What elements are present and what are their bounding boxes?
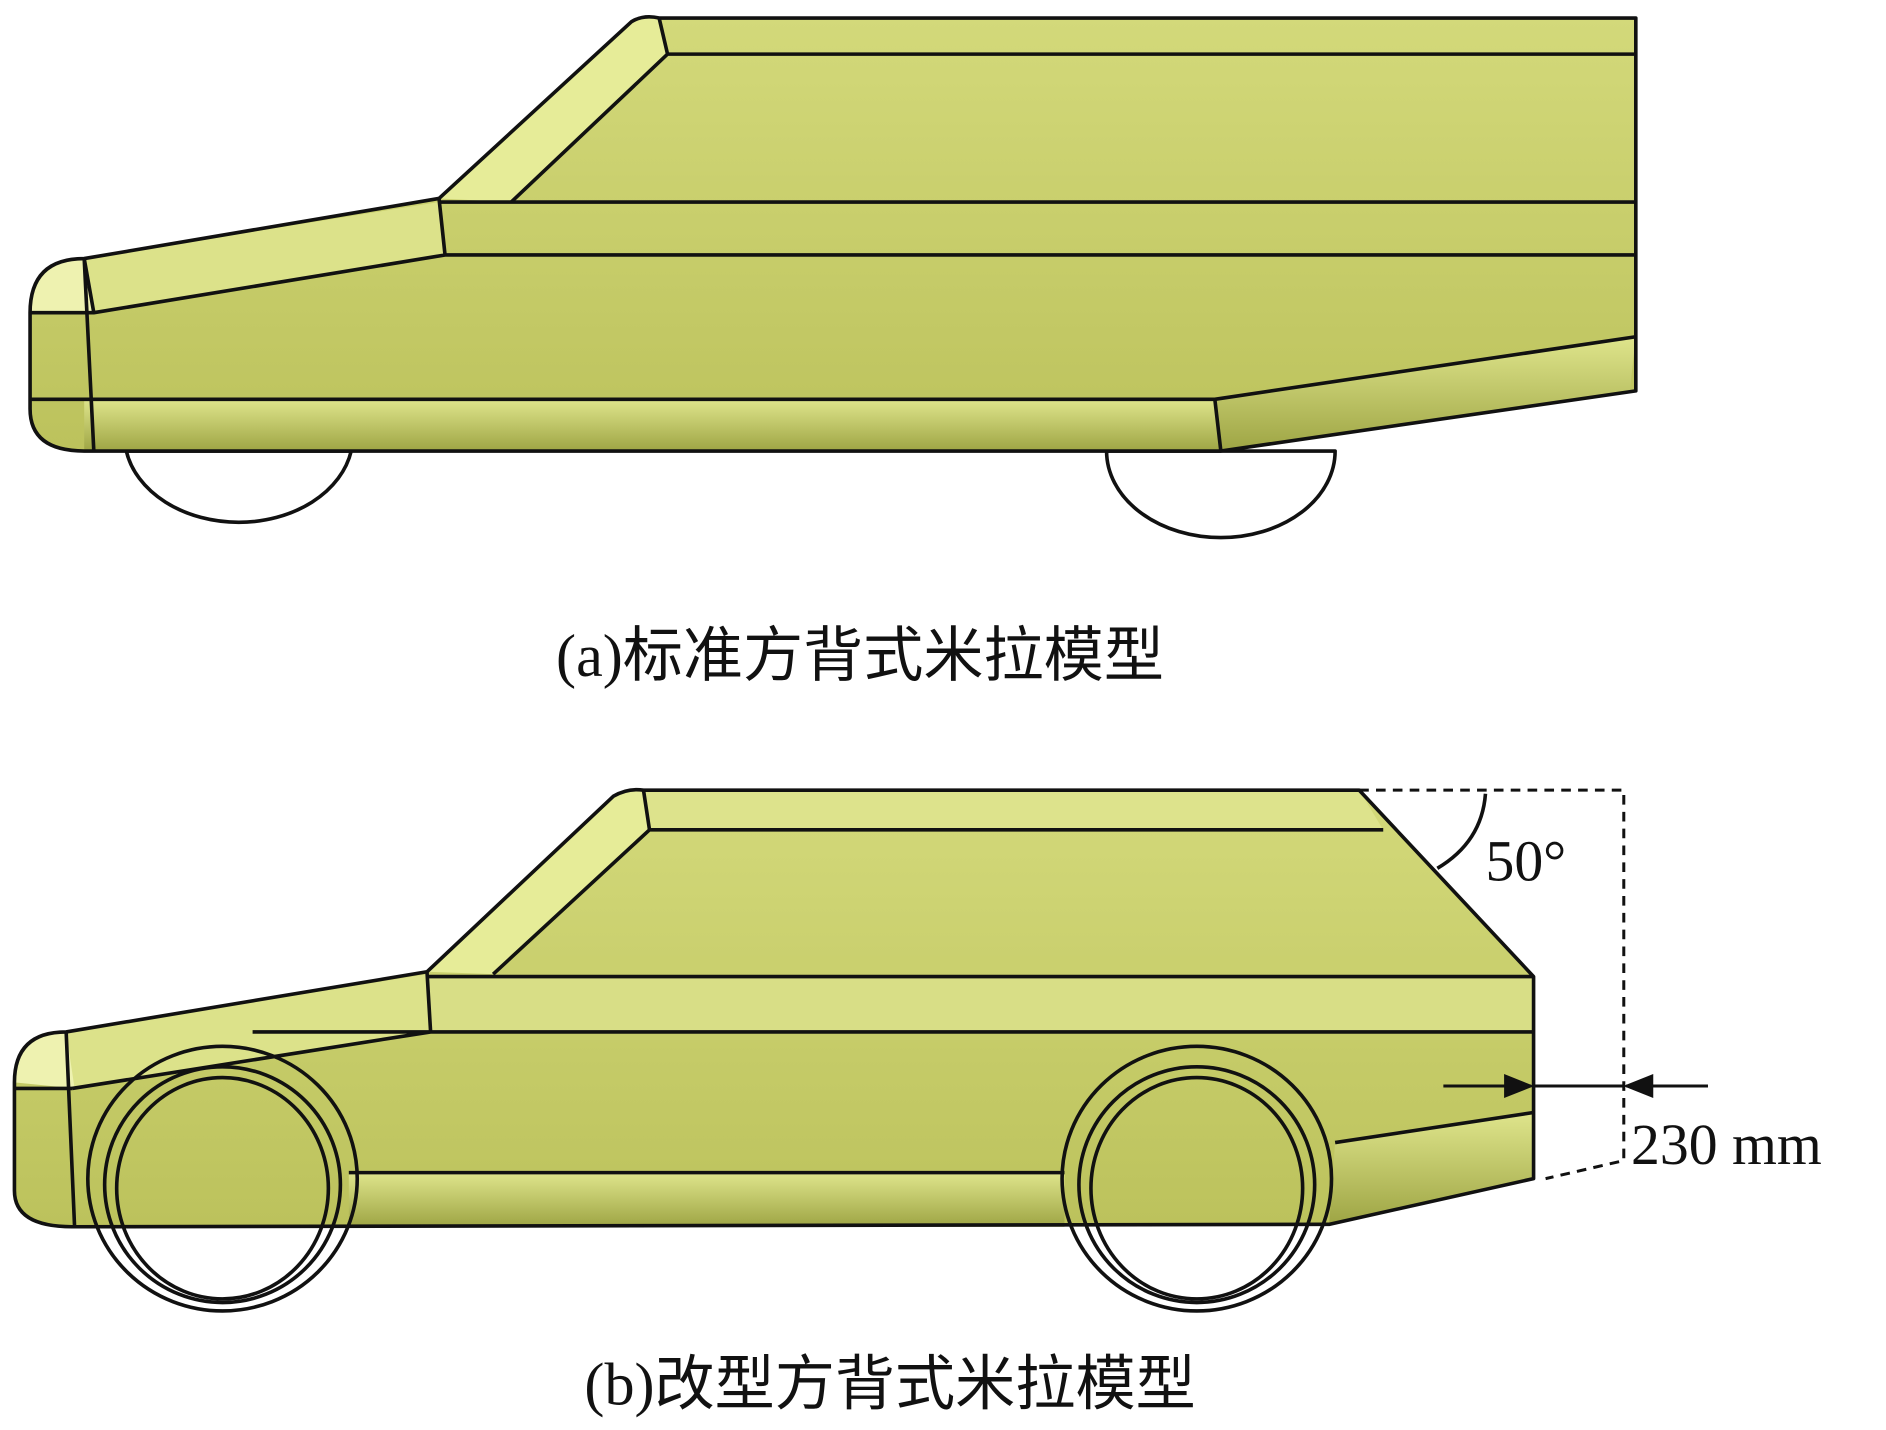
rear-wheel-a: [124, 449, 1337, 540]
modified-squareback-mira-model: 50° 230 mm (b)改型方背式米拉模型: [12, 787, 1822, 1419]
sill-a: [84, 399, 1221, 452]
diffuser-a: [1214, 336, 1636, 452]
angle-label: 50°: [1485, 830, 1566, 893]
roof-band-b: [643, 790, 1384, 830]
offset-label: 230 mm: [1631, 1114, 1822, 1177]
hood-b: [66, 974, 431, 1089]
angle-arc: [1436, 793, 1488, 870]
belt-band-b: [426, 976, 1534, 1032]
front-corner-b: [14, 1031, 75, 1089]
car-body-a: [30, 18, 1636, 452]
diffuser-b: [1329, 1112, 1534, 1225]
caption-a: (a)标准方背式米拉模型: [556, 623, 1164, 690]
standard-squareback-mira-model: (a)标准方背式米拉模型: [28, 15, 1638, 690]
windshield-b: [426, 789, 650, 975]
original-profile-dashed: [1359, 788, 1626, 1181]
front-wheel-b: [86, 1044, 360, 1313]
sill-b: [348, 1172, 1065, 1227]
hood-a: [84, 202, 446, 313]
rear-wheel-b: [1060, 1044, 1334, 1313]
caption-b: (b)改型方背式米拉模型: [584, 1352, 1195, 1419]
windshield-a: [439, 16, 668, 203]
